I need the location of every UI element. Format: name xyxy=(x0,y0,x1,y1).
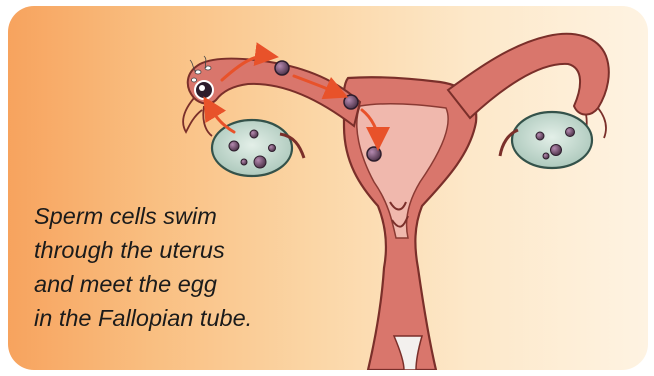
caption-text: Sperm cells swim through the uterus and … xyxy=(34,199,374,335)
caption-line: Sperm cells swim xyxy=(34,199,374,233)
caption-line: in the Fallopian tube. xyxy=(34,301,374,335)
left-ovary-icon xyxy=(212,120,304,176)
caption-line: and meet the egg xyxy=(34,267,374,301)
right-fallopian-tube xyxy=(448,34,609,118)
caption-line: through the uterus xyxy=(34,233,374,267)
right-ovary-icon xyxy=(500,112,592,168)
info-panel: Sperm cells swim through the uterus and … xyxy=(8,6,648,370)
egg-cell-icon xyxy=(195,81,213,99)
